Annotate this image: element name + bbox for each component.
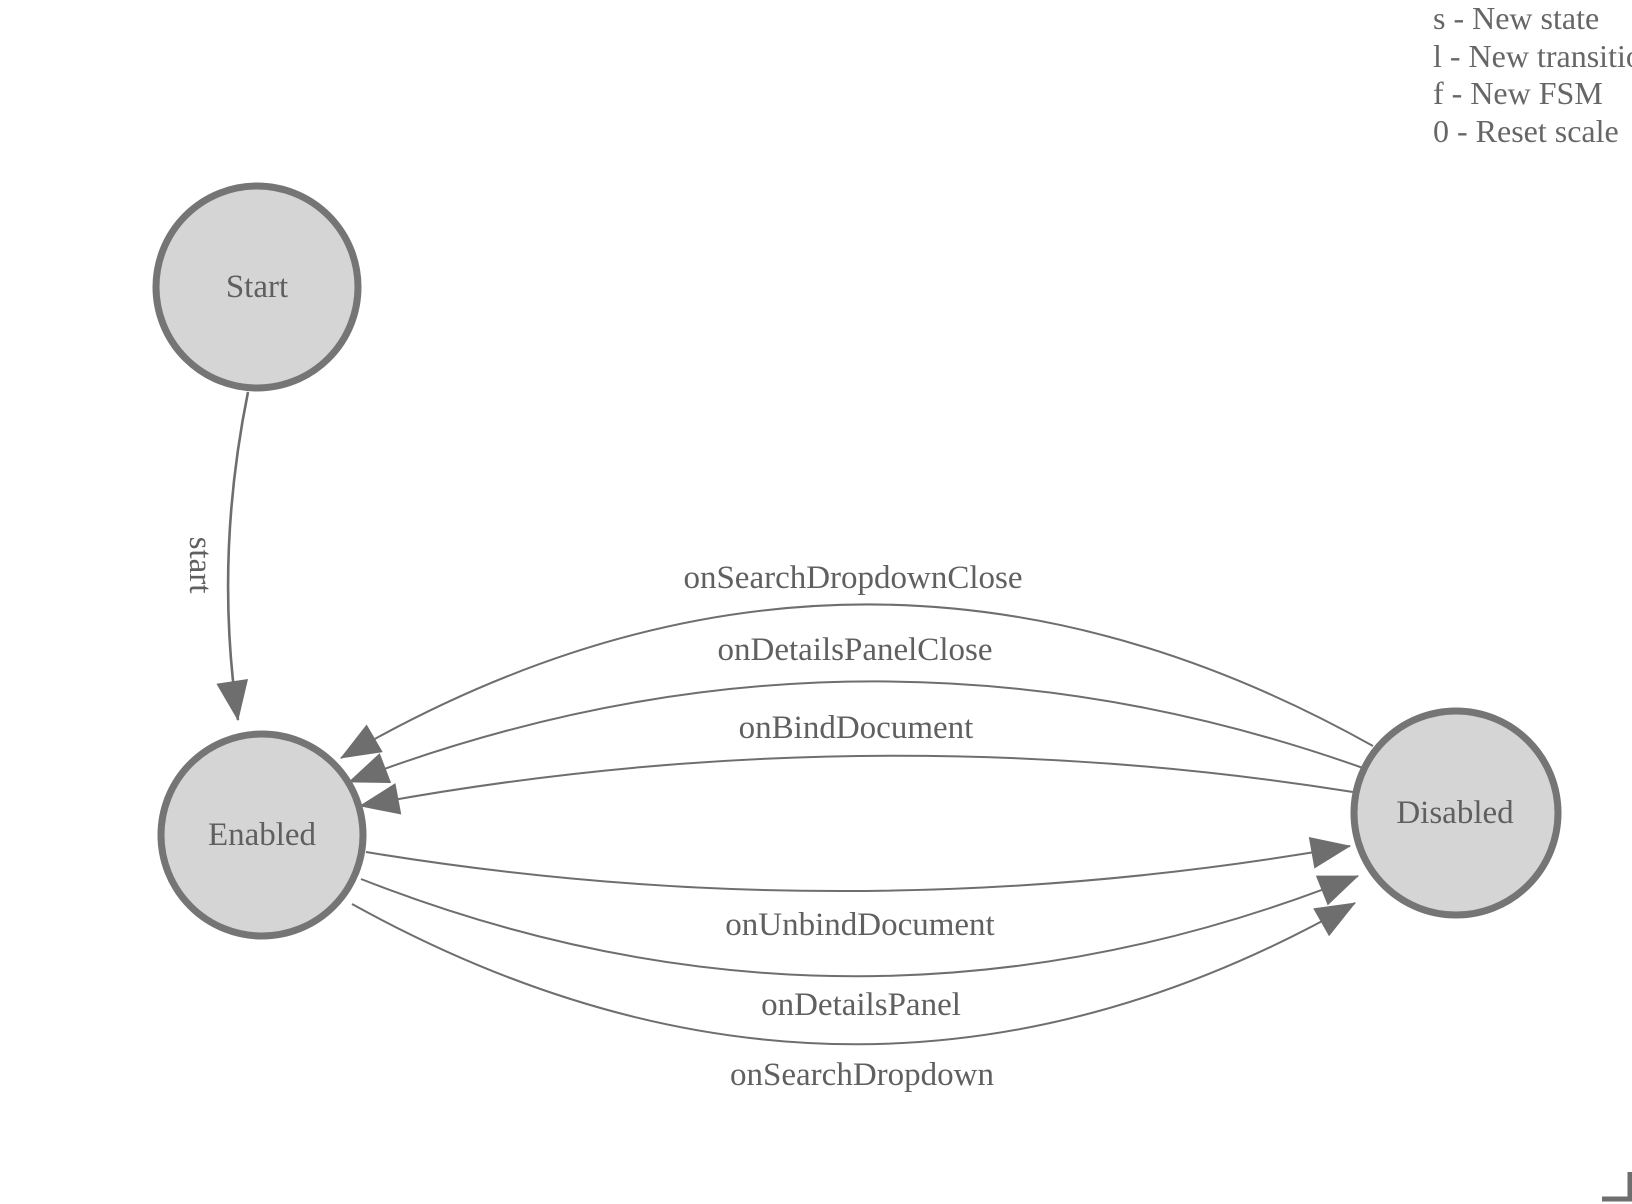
state-enabled: Enabled <box>157 730 367 940</box>
transition-onDetailsPanel-path[interactable] <box>360 875 1359 978</box>
canvas-corner-bracket <box>1602 1172 1632 1202</box>
state-enabled-circle[interactable] <box>157 730 367 940</box>
legend-line-new-transition: l - New transition <box>1433 37 1632 74</box>
legend-line-new-state: s - New state <box>1433 0 1600 36</box>
state-disabled: Disabled <box>1350 707 1562 919</box>
transition-onDetailsPanelClose-path[interactable] <box>348 680 1364 784</box>
transitions-layer <box>216 391 1374 1046</box>
legend-line-new-fsm: f - New FSM <box>1433 75 1603 111</box>
legend-line-reset-scale: 0 - Reset scale <box>1433 112 1619 149</box>
transition-onDetailsPanelClose-label[interactable]: onDetailsPanelClose <box>718 632 993 668</box>
transition-onSearchDropdown-path[interactable] <box>351 902 1356 1046</box>
state-start: Start <box>152 182 362 392</box>
state-enabled-label[interactable]: Enabled <box>208 817 317 853</box>
transition-onBindDocument-label[interactable]: onBindDocument <box>739 710 974 746</box>
state-start-circle[interactable] <box>152 182 362 392</box>
transition-onSearchDropdown-label[interactable]: onSearchDropdown <box>730 1057 994 1093</box>
transition-onSearchDropdownClose-label[interactable]: onSearchDropdownClose <box>683 560 1022 596</box>
transition-start-label[interactable]: start <box>182 537 218 594</box>
state-disabled-circle[interactable] <box>1350 707 1562 919</box>
transition-onUnbindDocument-label[interactable]: onUnbindDocument <box>725 907 994 943</box>
transition-onSearchDropdownClose-path[interactable] <box>340 603 1374 759</box>
state-disabled-label[interactable]: Disabled <box>1396 795 1514 831</box>
transition-onUnbindDocument-path[interactable] <box>365 837 1351 893</box>
transition-onDetailsPanel-label[interactable]: onDetailsPanel <box>761 987 961 1023</box>
state-start-label[interactable]: Start <box>226 269 288 305</box>
transition-start-path[interactable] <box>216 391 250 721</box>
shortcut-legend: s - New state l - New transition f - New… <box>1433 0 1632 150</box>
transition-labels-layer: start onSearchDropdownClose onDetailsPan… <box>182 537 1023 1093</box>
transition-onBindDocument-path[interactable] <box>359 754 1354 815</box>
